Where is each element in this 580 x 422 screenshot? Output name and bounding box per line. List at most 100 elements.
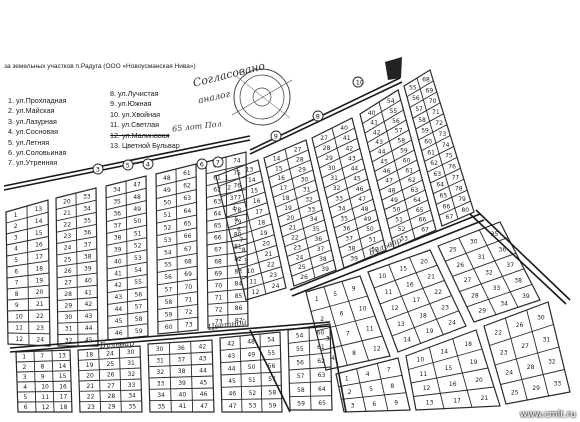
plot-number: 9 [244,258,248,265]
plot-number: 24 [448,320,456,327]
plot-number: 19 [36,277,44,284]
plot-number: 74 [233,158,241,165]
plot-number: 84 [235,281,243,288]
plot-number: 57 [297,373,305,380]
plot-number: 5 [369,386,373,393]
plot-number: 20 [36,289,44,296]
plot-number: 26 [107,372,115,379]
plot-number: 57 [415,106,423,113]
plot-number: 51 [164,212,172,219]
plot-number: 58 [135,316,143,323]
plot-number: 4 [232,206,236,213]
plot-number: 51 [134,230,142,237]
plot-number: 69 [426,87,434,94]
plot-number: 2 [14,223,18,230]
plot-number: 45 [353,176,361,183]
plot-number: 15 [59,373,67,380]
plot-number: 59 [421,128,429,135]
plot-number: 3 [230,195,234,202]
plot-number: 32 [65,337,73,344]
plot-number: 81 [234,244,242,251]
plot-number: 13 [35,206,43,213]
plot-number: 60 [403,157,411,164]
plot-number: 14 [273,156,281,163]
legend-item: 4. ул.Сосновая [8,127,58,137]
plot-number: 51 [248,377,256,384]
plot-block [335,357,411,413]
plot-number: 41 [343,135,351,142]
plot-number: 18 [86,352,94,359]
road-line [249,329,291,413]
plot-number: 42 [199,344,207,351]
plot-number: 15 [35,230,43,237]
plot-number: 64 [436,182,444,189]
plot-number: 36 [84,230,92,237]
plot-numbers: 1234567891011121314151617181920212223242… [14,77,562,412]
plot-number: 33 [308,206,316,213]
plot-number: 2 [348,389,352,396]
plot-number: 60 [165,324,173,331]
plot-number: 79 [458,196,466,203]
plot-number: 60 [317,330,325,337]
plot-number: 23 [64,233,72,240]
plot-number: 3 [351,402,355,409]
plot-number: 53 [164,237,172,244]
plot-number: 43 [228,353,236,360]
plot-number: 35 [158,403,166,410]
plot-number: 61 [183,170,191,177]
plot-number: 9 [394,399,398,406]
plot-number: 42 [114,282,122,289]
road-line [475,209,571,301]
plot-number: 3 [23,374,27,381]
plot-number: 44 [115,306,123,313]
plot-number: 15 [275,165,283,172]
plot-number: 4 [331,355,335,362]
plot-number: 7 [40,353,44,360]
plot-number: 13 [426,400,434,407]
roads [3,77,571,413]
plot-number: 52 [249,390,257,397]
street-marker-label: 4 [146,160,150,168]
plot-number: 27 [320,135,328,142]
plot-number: 13 [58,353,66,360]
plot-number: 39 [178,380,186,387]
road-line [289,213,481,291]
plot-number: 32 [305,196,313,203]
plot-number: 31 [65,326,73,333]
plot-number: 10 [15,313,23,320]
plot-number: 24 [36,337,44,344]
plot-number: 37 [84,241,92,248]
plot-number: 54 [387,98,395,105]
stamp-seal [231,68,293,126]
road-line [9,321,331,349]
plot-number: 30 [156,346,164,353]
plot-number: 39 [321,266,329,273]
corner-marker [385,57,402,80]
plot-number: 20 [287,215,295,222]
plot-number: 72 [435,120,443,127]
plot-number: 52 [134,243,142,250]
plot-number: 13 [397,321,405,328]
street-marker-circle [92,163,104,175]
plot-number: 10 [359,306,367,313]
plot-number: 17 [60,394,68,401]
plot-number: 25 [64,256,72,263]
plot-number: 23 [36,325,44,332]
plot-number: 55 [296,346,304,353]
plot-number: 12 [423,385,431,392]
plot-number: 33 [335,195,343,202]
plot-number: 40 [340,125,348,132]
plot-number: 62 [430,160,438,167]
plot-number: 23 [293,244,301,251]
plot-number: 33 [157,380,165,387]
plot-number: 67 [446,214,454,221]
plot-number: 42 [346,145,354,152]
plot-number: 39 [350,256,358,263]
plot-number: 71 [432,109,440,116]
plot-number: 36 [314,236,322,243]
plot-number: 80 [234,231,242,238]
street-marker-circle [196,158,208,170]
plot-number: 75 [233,170,241,177]
plot-block [367,249,467,353]
plot-number: 16 [277,175,285,182]
